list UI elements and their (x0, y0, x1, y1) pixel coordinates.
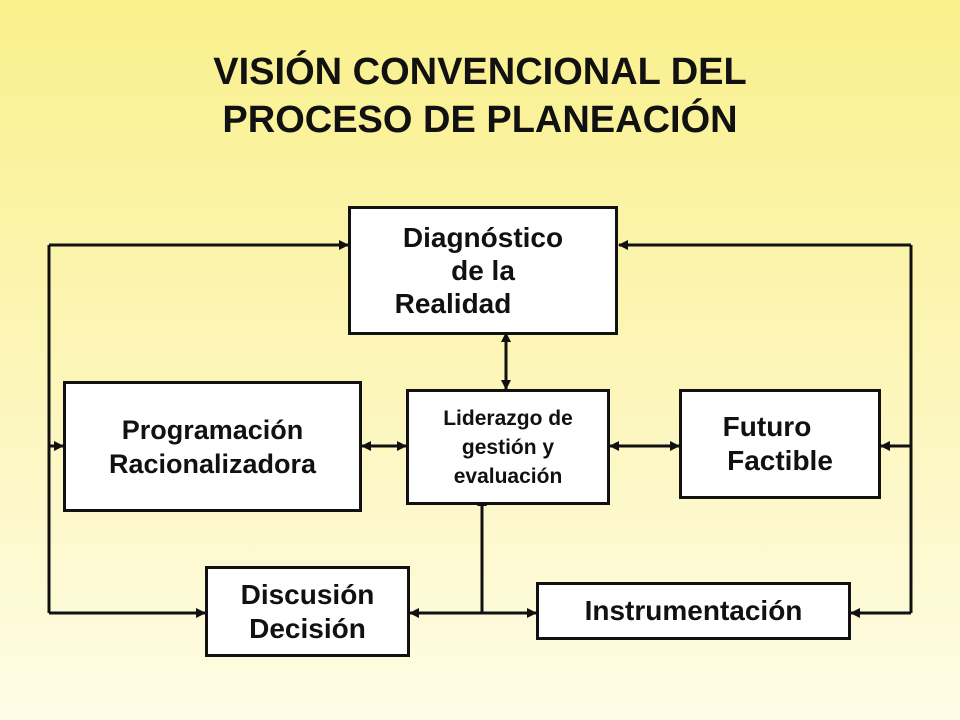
page-title: VISIÓN CONVENCIONAL DEL PROCESO DE PLANE… (0, 48, 960, 144)
diagnostico-line-2: de la (451, 255, 515, 286)
discusion-line-1: Discusión (240, 578, 375, 610)
programacion-line-1: Programación (121, 414, 304, 445)
programacion-line-2: Racionalizadora (108, 448, 317, 479)
discusion-line-2: Decisión (249, 612, 366, 644)
title-line-1: VISIÓN CONVENCIONAL DEL (213, 51, 747, 93)
programacion-box: Programación Racionalizadora (63, 381, 362, 512)
diagnostico-line-1: Diagnóstico (402, 222, 564, 253)
diagnostico-box: Diagnóstico de la Realidad (348, 206, 618, 335)
instrumentacion-box: Instrumentación (536, 582, 851, 640)
liderazgo-line-1: Liderazgo de (443, 406, 573, 430)
futuro-box: Futuro Factible (679, 389, 881, 499)
instrumentacion-label: Instrumentación (584, 595, 803, 626)
discusion-box: Discusión Decisión (205, 566, 410, 657)
title-line-2: PROCESO DE PLANEACIÓN (222, 99, 738, 141)
futuro-line-2: Factible (727, 445, 833, 476)
liderazgo-line-2: gestión y (461, 435, 555, 459)
liderazgo-box: Liderazgo de gestión y evaluación (406, 389, 610, 505)
liderazgo-line-3: evaluación (453, 464, 563, 488)
futuro-line-1: Futuro (722, 411, 812, 442)
diagnostico-line-3: Realidad (394, 288, 512, 319)
